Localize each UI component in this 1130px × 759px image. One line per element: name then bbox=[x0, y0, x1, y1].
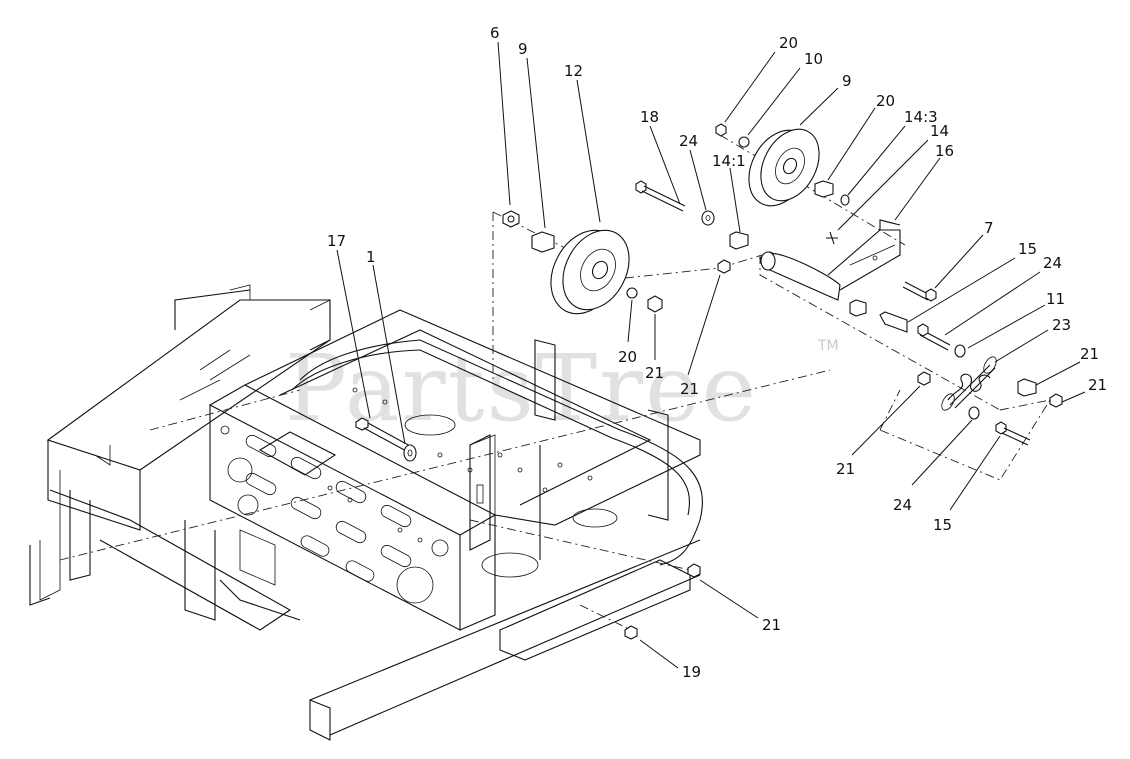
callout-21: 21 bbox=[645, 364, 664, 382]
frame-assembly bbox=[29, 284, 703, 741]
callout-18: 18 bbox=[640, 108, 659, 126]
callout-20: 20 bbox=[618, 348, 637, 366]
callout-15: 15 bbox=[933, 516, 952, 534]
idler-pulley-right bbox=[635, 123, 1063, 446]
callout-1: 1 bbox=[366, 248, 376, 266]
callout-14: 16 bbox=[935, 142, 954, 160]
callout-16: 7 bbox=[984, 219, 994, 237]
callout-9: 9 bbox=[518, 40, 528, 58]
callout-7: 15 bbox=[1018, 240, 1037, 258]
callout-6: 6 bbox=[490, 24, 500, 42]
callout-10: 9 bbox=[842, 72, 852, 90]
callout-21: 21 bbox=[680, 380, 699, 398]
callout-21: 20 bbox=[779, 34, 798, 52]
callout-14-1: 14:1 bbox=[712, 152, 746, 170]
idler-pulley-left bbox=[502, 210, 663, 315]
callout-17: 17 bbox=[327, 232, 346, 250]
callout-24: 24 bbox=[679, 132, 698, 150]
callout-21: 21 bbox=[836, 460, 855, 478]
callout-9: 20 bbox=[876, 92, 895, 110]
watermark-trademark: TM bbox=[817, 338, 839, 354]
callout-14-3: 14 bbox=[930, 122, 949, 140]
callout-23: 21 bbox=[1080, 345, 1099, 363]
callout-11: 23 bbox=[1052, 316, 1071, 334]
callout-20: 14:3 bbox=[904, 108, 938, 126]
callout-labels: 6 9 12 17 1 20 21 18 24 14:1 21 20 10 9 … bbox=[327, 24, 1107, 681]
callout-20: 10 bbox=[804, 50, 823, 68]
callout-21: 21 bbox=[1088, 376, 1107, 394]
callout-19: 19 bbox=[682, 663, 701, 681]
callout-15: 24 bbox=[1043, 254, 1062, 272]
callout-21: 21 bbox=[762, 616, 781, 634]
callout-12: 12 bbox=[564, 62, 583, 80]
callout-21: 24 bbox=[893, 496, 912, 514]
frame-hardware bbox=[624, 563, 701, 640]
callout-leaders bbox=[336, 41, 1086, 669]
callout-24: 11 bbox=[1046, 290, 1065, 308]
